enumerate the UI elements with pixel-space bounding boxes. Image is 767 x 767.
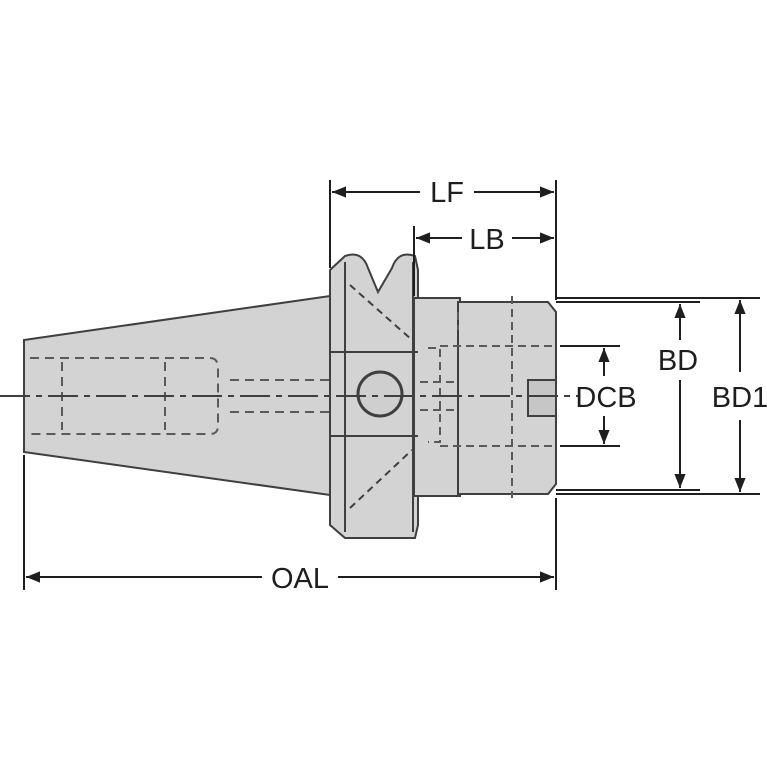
label-bd: BD	[658, 345, 698, 377]
cross-hole	[356, 370, 404, 418]
label-oal: OAL	[271, 563, 329, 595]
drive-slot	[527, 379, 557, 417]
label-lf: LF	[430, 177, 464, 209]
dimension-lines	[23, 180, 760, 590]
label-bd1: BD1	[712, 382, 767, 414]
label-dcb: DCB	[575, 382, 636, 414]
label-lb: LB	[469, 224, 504, 256]
